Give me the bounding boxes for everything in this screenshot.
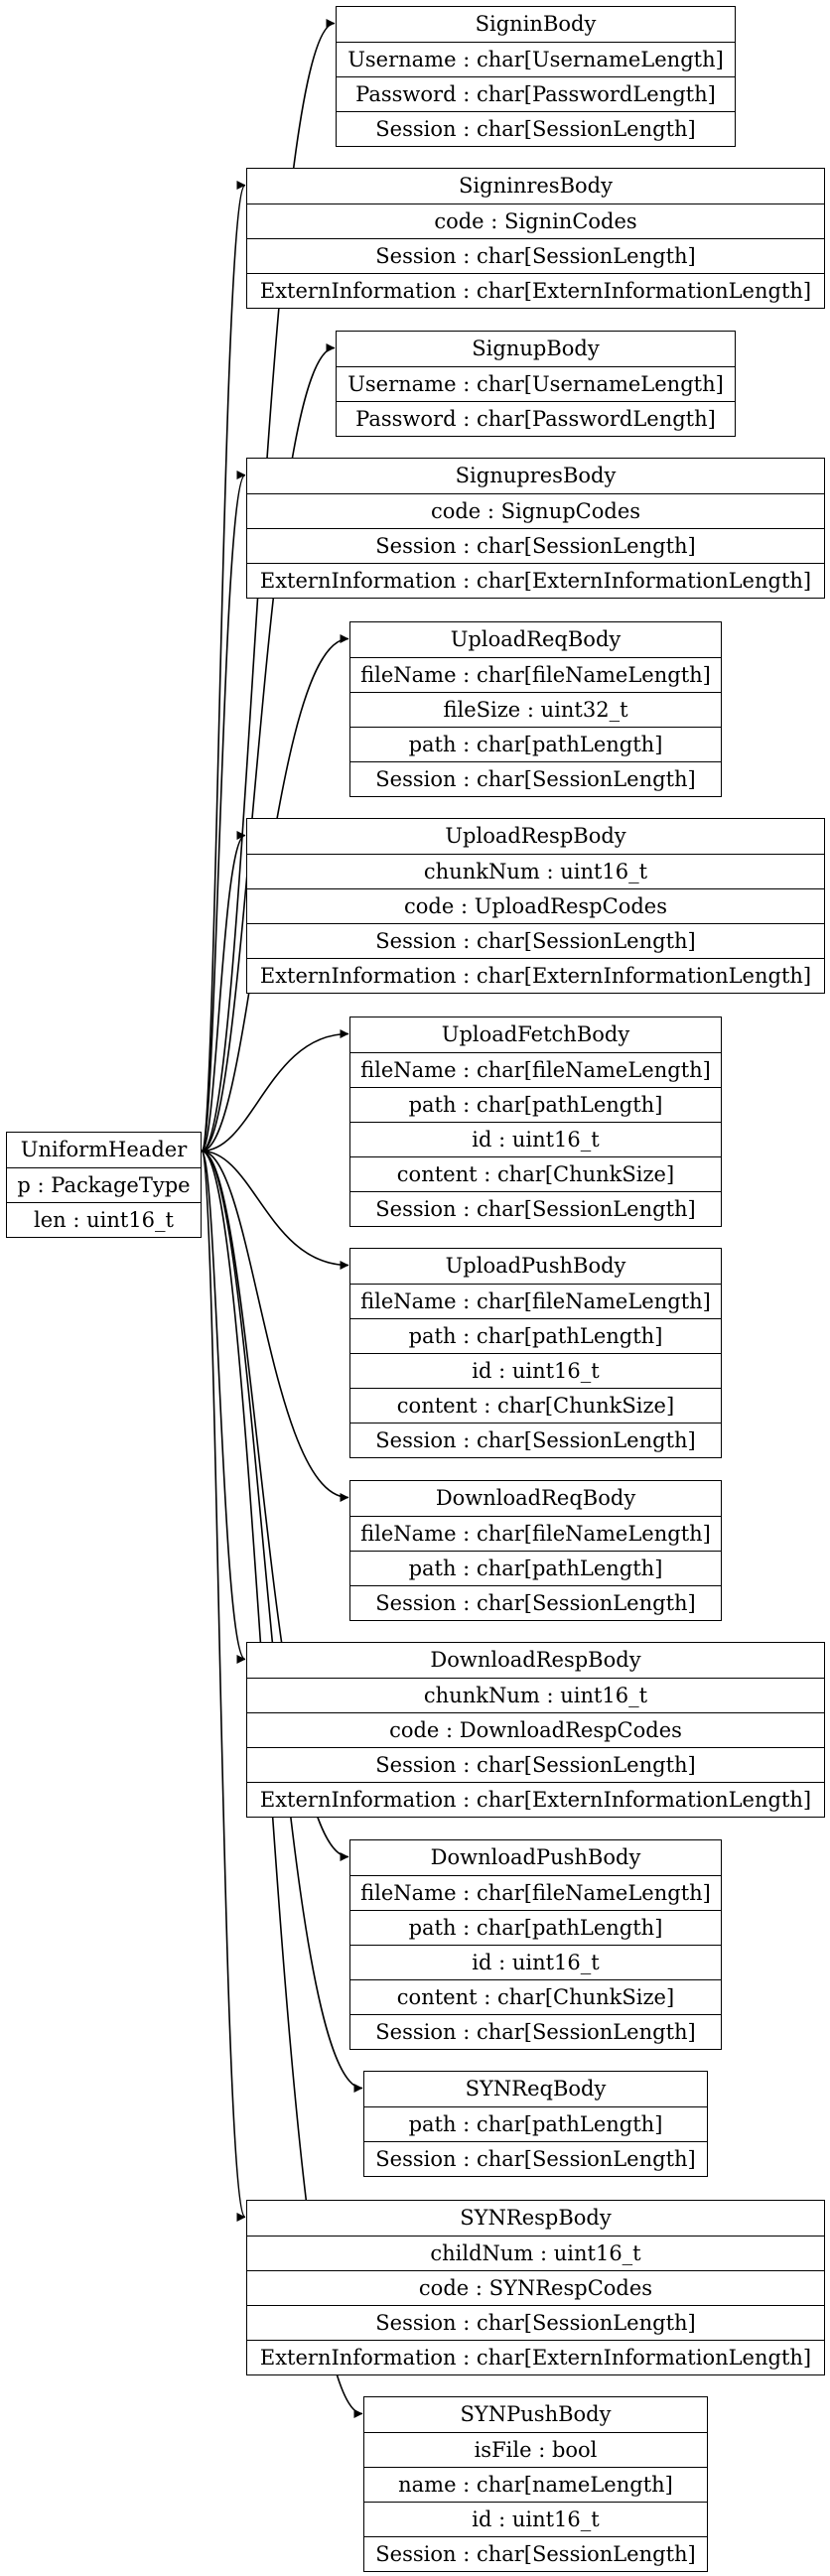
signup-body-title: SignupBody xyxy=(472,337,600,360)
upload-fetch-body-record: UploadFetchBody fileName : char[fileNameL… xyxy=(349,1017,722,1227)
upload-req-body-record: UploadReqBody fileName : char[fileNameLen… xyxy=(349,621,722,797)
field-row: Session : char[SessionLength] xyxy=(364,2141,707,2176)
field-row: len : uint16_t xyxy=(7,1202,201,1237)
field-row: Session : char[SessionLength] xyxy=(350,761,721,796)
edge-to-signup-body xyxy=(201,343,336,1152)
edge-to-syn-req-body xyxy=(201,1150,363,2093)
field-row: fileName : char[fileNameLength] xyxy=(350,1516,721,1551)
uniform-header-title: UniformHeader xyxy=(20,1138,188,1161)
upload-resp-body-title: UploadRespBody xyxy=(445,824,626,848)
field-row: path : char[pathLength] xyxy=(350,1551,721,1585)
field-row: fileName : char[fileNameLength] xyxy=(350,1284,721,1318)
field-row: ExternInformation : char[ExternInformati… xyxy=(247,273,824,308)
field-row: id : uint16_t xyxy=(350,1353,721,1388)
field-row: Session : char[SessionLength] xyxy=(247,528,824,563)
field-row: fileName : char[fileNameLength] xyxy=(350,657,721,692)
field-row: ExternInformation : char[ExternInformati… xyxy=(247,1782,824,1817)
field-row: Session : char[SessionLength] xyxy=(350,1585,721,1620)
field-row: content : char[ChunkSize] xyxy=(350,1979,721,2014)
field-row: code : UploadRespCodes xyxy=(247,888,824,923)
field-row: Session : char[SessionLength] xyxy=(247,238,824,273)
edge-to-upload-push-body xyxy=(201,1150,349,1270)
syn-resp-body-title: SYNRespBody xyxy=(460,2206,612,2230)
field-row: code : DownloadRespCodes xyxy=(247,1712,824,1747)
signupres-body-title: SignupresBody xyxy=(455,464,617,487)
signinres-body-title: SigninresBody xyxy=(459,174,613,198)
field-row: fileSize : uint32_t xyxy=(350,692,721,727)
field-row: p : PackageType xyxy=(7,1167,201,1202)
upload-fetch-body-title: UploadFetchBody xyxy=(441,1022,630,1046)
field-row: fileName : char[fileNameLength] xyxy=(350,1875,721,1910)
field-row: code : SignupCodes xyxy=(247,493,824,528)
field-row: chunkNum : uint16_t xyxy=(247,854,824,888)
edge-to-download-req-body xyxy=(201,1150,349,1502)
field-row: code : SigninCodes xyxy=(247,203,824,238)
field-row: childNum : uint16_t xyxy=(247,2236,824,2270)
field-row: Session : char[SessionLength] xyxy=(247,923,824,958)
field-row: Password : char[PasswordLength] xyxy=(337,76,735,111)
edge-to-syn-resp-body xyxy=(201,1150,246,2222)
field-row: id : uint16_t xyxy=(364,2502,707,2536)
field-row: path : char[pathLength] xyxy=(364,2106,707,2141)
field-row: ExternInformation : char[ExternInformati… xyxy=(247,2340,824,2374)
field-row: code : SYNRespCodes xyxy=(247,2270,824,2305)
field-row: id : uint16_t xyxy=(350,1945,721,1979)
edge-to-upload-resp-body xyxy=(201,831,246,1152)
field-row: fileName : char[fileNameLength] xyxy=(350,1052,721,1087)
field-row: isFile : bool xyxy=(364,2432,707,2467)
field-row: ExternInformation : char[ExternInformati… xyxy=(247,958,824,993)
download-push-body-title: DownloadPushBody xyxy=(430,1845,641,1869)
field-row: Session : char[SessionLength] xyxy=(337,111,735,146)
field-row: Password : char[PasswordLength] xyxy=(337,401,735,436)
syn-push-body-title: SYNPushBody xyxy=(460,2402,612,2426)
signin-body-title: SigninBody xyxy=(475,12,597,36)
field-row: path : char[pathLength] xyxy=(350,1087,721,1122)
field-row: Session : char[SessionLength] xyxy=(364,2536,707,2571)
edge-to-signupres-body xyxy=(201,471,246,1152)
field-row: path : char[pathLength] xyxy=(350,1318,721,1353)
download-req-body-title: DownloadReqBody xyxy=(435,1486,636,1510)
edge-to-download-resp-body xyxy=(201,1150,246,1664)
field-row: Session : char[SessionLength] xyxy=(247,2305,824,2340)
field-row: id : uint16_t xyxy=(350,1122,721,1156)
field-row: Username : char[UsernameLength] xyxy=(337,42,735,76)
field-row: content : char[ChunkSize] xyxy=(350,1156,721,1191)
field-row: name : char[nameLength] xyxy=(364,2467,707,2502)
download-resp-body-title: DownloadRespBody xyxy=(430,1648,641,1672)
field-row: Session : char[SessionLength] xyxy=(350,1423,721,1457)
upload-push-body-record: UploadPushBody fileName : char[fileNameLe… xyxy=(349,1248,722,1458)
upload-push-body-title: UploadPushBody xyxy=(445,1254,626,1278)
field-row: Session : char[SessionLength] xyxy=(247,1747,824,1782)
field-row: Username : char[UsernameLength] xyxy=(337,366,735,401)
download-push-body-record: DownloadPushBody fileName : char[fileName… xyxy=(349,1839,722,2050)
field-row: path : char[pathLength] xyxy=(350,1910,721,1945)
field-row: path : char[pathLength] xyxy=(350,727,721,761)
syn-req-body-title: SYNReqBody xyxy=(465,2077,607,2101)
edge-to-signinres-body xyxy=(201,181,246,1152)
field-row: Session : char[SessionLength] xyxy=(350,1191,721,1226)
download-req-body-record: DownloadReqBody fileName : char[fileNameL… xyxy=(349,1480,722,1621)
upload-req-body-title: UploadReqBody xyxy=(450,627,622,651)
syn-req-body-record: SYNReqBody path : char[pathLength]Session… xyxy=(363,2071,708,2177)
field-row: Session : char[SessionLength] xyxy=(350,2014,721,2049)
field-row: content : char[ChunkSize] xyxy=(350,1388,721,1423)
field-row: ExternInformation : char[ExternInformati… xyxy=(247,563,824,598)
field-row: chunkNum : uint16_t xyxy=(247,1678,824,1712)
edge-to-upload-fetch-body xyxy=(201,1029,349,1152)
